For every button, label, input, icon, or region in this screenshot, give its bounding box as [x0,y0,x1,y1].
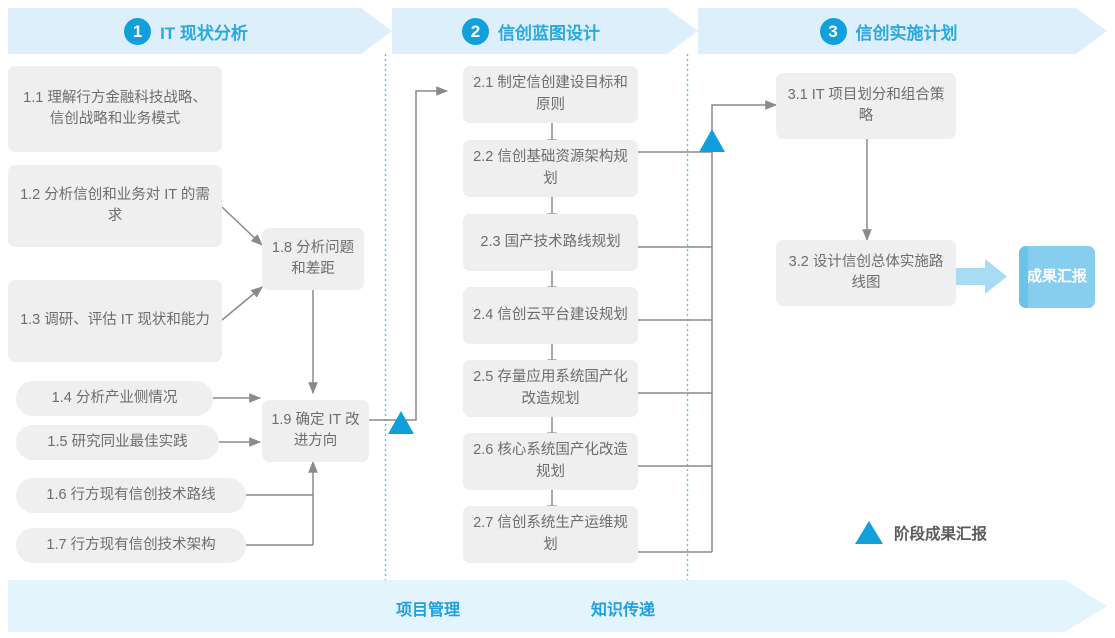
node-2-5[interactable]: 2.5 存量应用系统国产化改造规划 [463,360,638,417]
phase-number-1: 1 [124,17,152,45]
phase-title-3: 信创实施计划 [855,23,958,43]
phase-header-2[interactable]: 2 信创蓝图设计 [392,8,698,54]
node-3-2[interactable]: 3.2 设计信创总体实施路线图 [776,240,956,306]
node-1-8[interactable]: 1.8 分析问题和差距 [262,228,364,290]
phase-number-3: 3 [819,17,847,45]
milestone-triangle-icon [855,521,883,544]
result-arrow-icon [955,259,1007,294]
chip-accent-bar [1019,246,1028,308]
node-1-1[interactable]: 1.1 理解行方金融科技战略、信创战略和业务模式 [8,66,222,152]
node-1-5[interactable]: 1.5 研究同业最佳实践 [16,425,219,460]
node-2-2[interactable]: 2.2 信创基础资源架构规划 [463,140,638,197]
phase-header-1[interactable]: 1 IT 现状分析 [8,8,392,54]
legend: 阶段成果汇报 [855,521,987,544]
node-1-4[interactable]: 1.4 分析产业侧情况 [16,381,213,416]
node-2-7[interactable]: 2.7 信创系统生产运维规划 [463,506,638,563]
node-1-9[interactable]: 1.9 确定 IT 改进方向 [262,400,369,462]
node-1-6[interactable]: 1.6 行方现有信创技术路线 [16,478,246,513]
result-chip-label: 成果汇报 [1026,267,1087,285]
phase-title-2: 信创蓝图设计 [498,23,600,43]
node-2-3[interactable]: 2.3 国产技术路线规划 [463,214,638,271]
phase-header-3[interactable]: 3 信创实施计划 [698,8,1107,54]
legend-label: 阶段成果汇报 [894,525,988,543]
bottom-band-item-0[interactable]: 项目管理 [396,602,461,619]
node-2-1[interactable]: 2.1 制定信创建设目标和原则 [463,66,638,123]
milestone-triangle-phase-2 [699,129,725,152]
phase-title-1: IT 现状分析 [160,23,248,43]
milestone-triangle-phase-1 [388,411,414,434]
node-1-7[interactable]: 1.7 行方现有信创技术架构 [16,528,246,563]
node-2-4[interactable]: 2.4 信创云平台建设规划 [463,287,638,344]
node-1-3[interactable]: 1.3 调研、评估 IT 现状和能力 [8,280,222,362]
bottom-band [8,580,1107,632]
node-2-6[interactable]: 2.6 核心系统国产化改造规划 [463,433,638,490]
bottom-band-item-1[interactable]: 知识传递 [591,602,656,619]
result-chip[interactable]: 成果汇报 [1019,246,1095,308]
phase-number-2: 2 [462,17,489,45]
node-1-2[interactable]: 1.2 分析信创和业务对 IT 的需求 [8,165,222,247]
node-3-1[interactable]: 3.1 IT 项目划分和组合策略 [776,73,956,139]
